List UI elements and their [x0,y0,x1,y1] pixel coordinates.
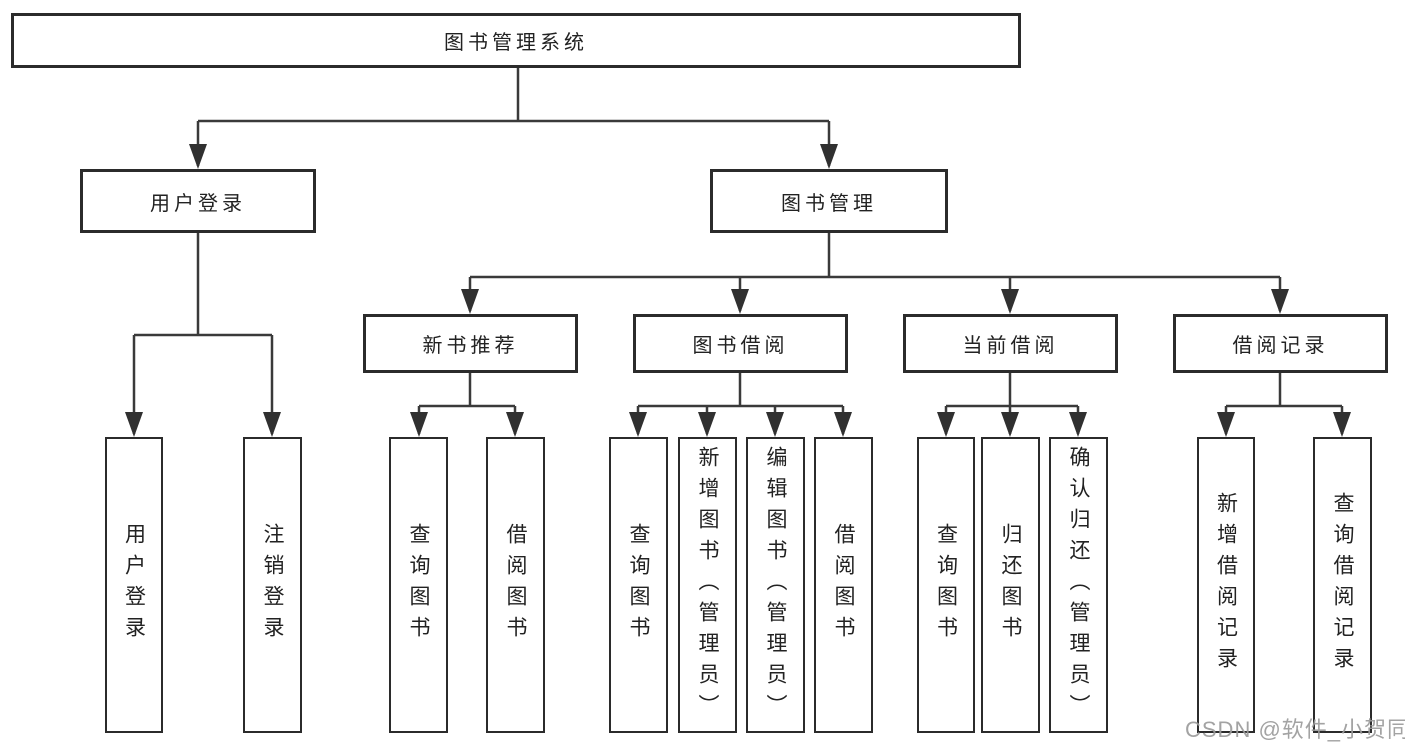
connector-bookborrow-to-leaves [636,373,845,434]
arrow-icon [263,412,281,437]
leaf-query-books-borrow: 查询图书 [609,437,668,733]
arrow-icon [1069,412,1087,437]
node-current-borrow: 当前借阅 [903,314,1118,373]
arrow-icon [461,289,479,314]
node-new-book-recommend: 新书推荐 [363,314,578,373]
arrow-icon [629,412,647,437]
arrow-icon [1271,289,1289,314]
arrow-icon [731,289,749,314]
leaf-query-books-recommend: 查询图书 [389,437,448,733]
connector-bookmgmt-to-level3 [468,233,1282,311]
leaf-return-books: 归还图书 [981,437,1040,733]
arrow-icon [189,144,207,169]
arrow-icon [410,412,428,437]
leaf-borrow-books-recommend: 借阅图书 [486,437,545,733]
leaf-user-login: 用户登录 [105,437,163,733]
node-borrow-records: 借阅记录 [1173,314,1388,373]
arrow-icon [820,144,838,169]
arrow-icon [1217,412,1235,437]
node-user-login: 用户登录 [80,169,316,233]
node-book-borrow: 图书借阅 [633,314,848,373]
leaf-add-books-admin: 新增图书（管理员） [678,437,737,733]
connector-records-to-leaves [1224,373,1344,434]
arrow-icon [1001,289,1019,314]
arrow-icon [766,412,784,437]
arrow-icon [698,412,716,437]
leaf-query-borrow-record: 查询借阅记录 [1313,437,1372,733]
arrow-icon [834,412,852,437]
arrow-icon [1333,412,1351,437]
arrow-icon [1001,412,1019,437]
leaf-confirm-return-admin: 确认归还（管理员） [1049,437,1108,733]
connector-root-to-level2 [196,68,831,166]
connector-userlogin-to-leaves [132,233,274,434]
node-root-library-system: 图书管理系统 [11,13,1021,68]
leaf-logout: 注销登录 [243,437,302,733]
csdn-watermark: CSDN @软件_小贺同学 [1185,717,1405,742]
node-book-management: 图书管理 [710,169,948,233]
arrow-icon [506,412,524,437]
arrowheads [125,144,1351,437]
leaf-query-books-current: 查询图书 [917,437,975,733]
arrow-icon [125,412,143,437]
connector-newbook-to-leaves [417,373,517,434]
leaf-add-borrow-record: 新增借阅记录 [1197,437,1255,733]
arrow-icon [937,412,955,437]
leaf-borrow-books: 借阅图书 [814,437,873,733]
leaf-edit-books-admin: 编辑图书（管理员） [746,437,805,733]
